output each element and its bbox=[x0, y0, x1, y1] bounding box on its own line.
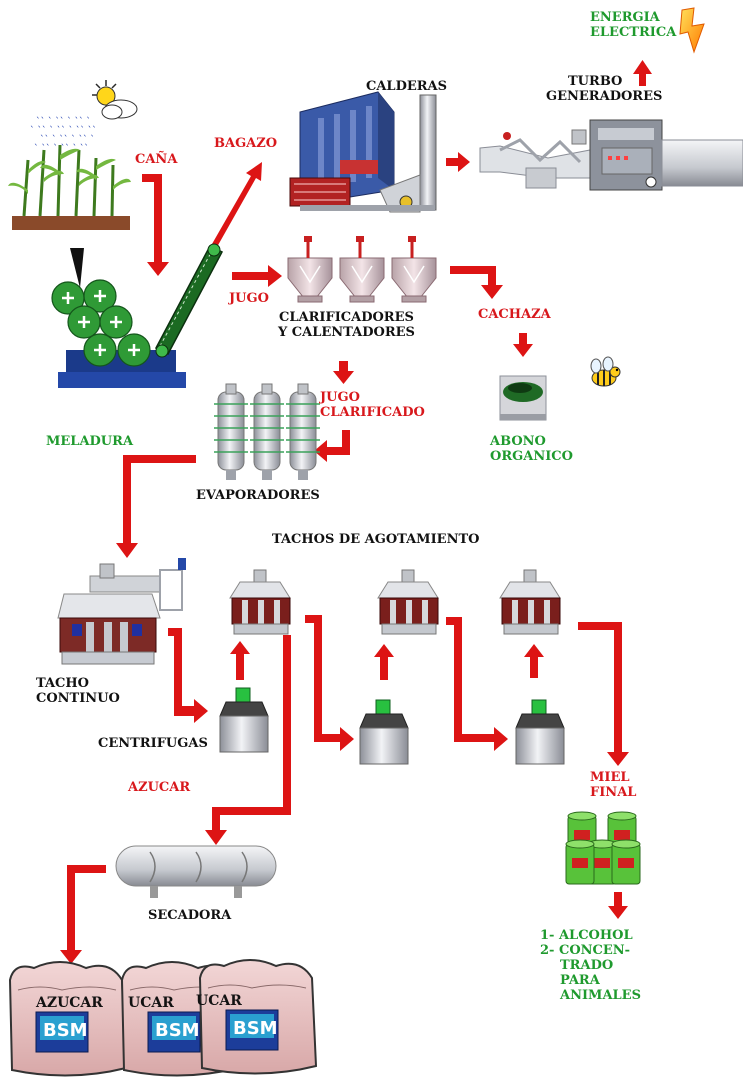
arrow-cana-molinos bbox=[142, 174, 169, 276]
sack-text-2: UCAR bbox=[128, 995, 174, 1011]
label-clarificadores: CLARIFICADORES Y CALENTADORES bbox=[278, 310, 415, 340]
label-meladura: MELADURA bbox=[46, 434, 134, 449]
label-abono-line1: ABONO bbox=[490, 434, 546, 449]
sack-text-1: AZUCAR bbox=[35, 995, 103, 1011]
flow-arrows bbox=[60, 60, 652, 964]
label-clarificadores-line1: CLARIFICADORES bbox=[279, 310, 414, 325]
label-miel-line2: FINAL bbox=[590, 785, 637, 800]
label-centrifugas: CENTRIFUGAS bbox=[98, 736, 208, 751]
svg-text:`` ` `` ` `` `: `` ` `` ` `` ` bbox=[40, 134, 95, 145]
svg-text:` `` ` `` ` ``: ` `` ` `` ` `` bbox=[34, 143, 89, 154]
sun-cloud-icon bbox=[92, 80, 138, 120]
label-sub-line4: PARA bbox=[560, 973, 600, 988]
label-azucar: AZUCAR bbox=[128, 780, 191, 795]
arrow-tacho1-centrifuga2 bbox=[305, 615, 354, 751]
arrow-jugo-clarificado bbox=[314, 430, 350, 462]
label-miel-line1: MIEL bbox=[590, 770, 630, 785]
label-abono-line2: ORGANICO bbox=[490, 449, 573, 464]
arrow-to-energia bbox=[633, 60, 652, 86]
label-turbo-line2: GENERADORES bbox=[546, 89, 663, 104]
label-cachaza: CACHAZA bbox=[478, 307, 551, 322]
label-sub-line3: TRADO bbox=[560, 958, 614, 973]
label-subproductos: 1- ALCOHOL 2- CONCEN- TRADO PARA ANIMALE… bbox=[540, 928, 641, 1003]
svg-text:`` ` `` ` `` `: `` ` `` ` `` ` bbox=[36, 116, 91, 127]
sack-brand-3: BSM bbox=[233, 1018, 278, 1039]
sugar-sacks-icon bbox=[8, 959, 317, 1077]
label-jugo: JUGO bbox=[229, 291, 269, 306]
label-secadora: SECADORA bbox=[148, 908, 232, 923]
cane-mill-icon bbox=[51, 243, 224, 388]
arrow-tacho-centrifuga bbox=[168, 628, 208, 723]
label-bagazo: BAGAZO bbox=[214, 136, 278, 151]
evaporators-icon bbox=[214, 383, 321, 481]
arrow-meladura bbox=[116, 455, 196, 558]
dryer-icon bbox=[115, 845, 277, 898]
label-miel-final: MIEL FINAL bbox=[590, 770, 636, 800]
arrow-centrifuga2-up bbox=[374, 644, 394, 680]
label-tacho-line2: CONTINUO bbox=[36, 691, 120, 706]
label-jugo-clarificado-line2: CLARIFICADO bbox=[320, 405, 425, 420]
svg-text:` `` ` `` ` `` ``: ` `` ` `` ` `` `` bbox=[30, 125, 97, 136]
label-calderas: CALDERAS bbox=[366, 79, 448, 94]
arrow-secadora-sacos bbox=[60, 865, 106, 964]
label-jugo-clarificado: JUGO CLARIFICADO bbox=[320, 390, 425, 420]
arrow-miel-subproductos bbox=[608, 892, 628, 919]
arrow-azucar bbox=[205, 635, 291, 845]
label-tacho-continuo: TACHO CONTINUO bbox=[36, 676, 120, 706]
sack-brand-2: BSM bbox=[155, 1020, 200, 1041]
continuous-pan-icon bbox=[57, 558, 186, 665]
arrow-cachaza-elbow bbox=[450, 266, 503, 299]
arrow-jugo bbox=[232, 265, 282, 287]
label-turbo-generadores: TURBO GENERADORES bbox=[546, 74, 662, 104]
label-jugo-clarificado-line1: JUGO bbox=[320, 390, 360, 405]
arrow-centrifuga3-up bbox=[524, 644, 544, 678]
compost-icon bbox=[499, 375, 547, 421]
tachos-icons bbox=[229, 569, 561, 635]
clarifiers-icon bbox=[287, 234, 438, 304]
label-sub-line1: 1- ALCOHOL bbox=[540, 928, 633, 943]
sack-text-3: UCAR bbox=[196, 993, 242, 1009]
boiler-icon bbox=[289, 91, 437, 213]
label-turbo-line1: TURBO bbox=[568, 74, 623, 89]
lightning-bolt-icon bbox=[679, 7, 705, 54]
label-sub-line5: ANIMALES bbox=[560, 988, 641, 1003]
label-evaporadores: EVAPORADORES bbox=[196, 488, 320, 503]
sack-brand-1: BSM bbox=[43, 1020, 88, 1041]
cane-field-icon bbox=[8, 144, 131, 230]
molasses-drums-icon bbox=[565, 811, 641, 885]
arrow-tacho2-centrifuga3 bbox=[446, 617, 508, 751]
arrow-centrifuga1-up bbox=[230, 641, 250, 680]
centrifuges-icons bbox=[219, 687, 565, 765]
label-sub-line2: 2- CONCEN- bbox=[540, 943, 631, 958]
label-energia-line2: ELECTRICA bbox=[590, 25, 677, 40]
label-tacho-line1: TACHO bbox=[36, 676, 90, 691]
arrow-calderas-turbo bbox=[446, 152, 470, 172]
bee-icon bbox=[590, 356, 621, 387]
arrow-cachaza-abono bbox=[513, 333, 533, 357]
label-tachos-agotamiento: TACHOS DE AGOTAMIENTO bbox=[272, 532, 480, 547]
arrow-tacho3-miel bbox=[578, 622, 629, 766]
label-abono-organico: ABONO ORGANICO bbox=[490, 434, 573, 464]
label-energia-electrica: ENERGIA ELECTRICA bbox=[590, 10, 676, 40]
label-cana: CAÑA bbox=[135, 152, 178, 167]
sack-brands: BSM BSM BSM bbox=[43, 1018, 278, 1041]
turbo-generator-icon bbox=[479, 119, 743, 191]
arrow-clarificadores-down bbox=[333, 361, 354, 384]
label-clarificadores-line2: Y CALENTADORES bbox=[278, 325, 415, 340]
arrow-bagazo bbox=[212, 162, 262, 247]
label-energia-line1: ENERGIA bbox=[590, 10, 660, 25]
sack-labels: AZUCAR UCAR UCAR bbox=[35, 993, 242, 1011]
rain-icon: `` ` `` ` `` ` ` `` ` `` ` `` `` `` ` ``… bbox=[30, 116, 97, 154]
